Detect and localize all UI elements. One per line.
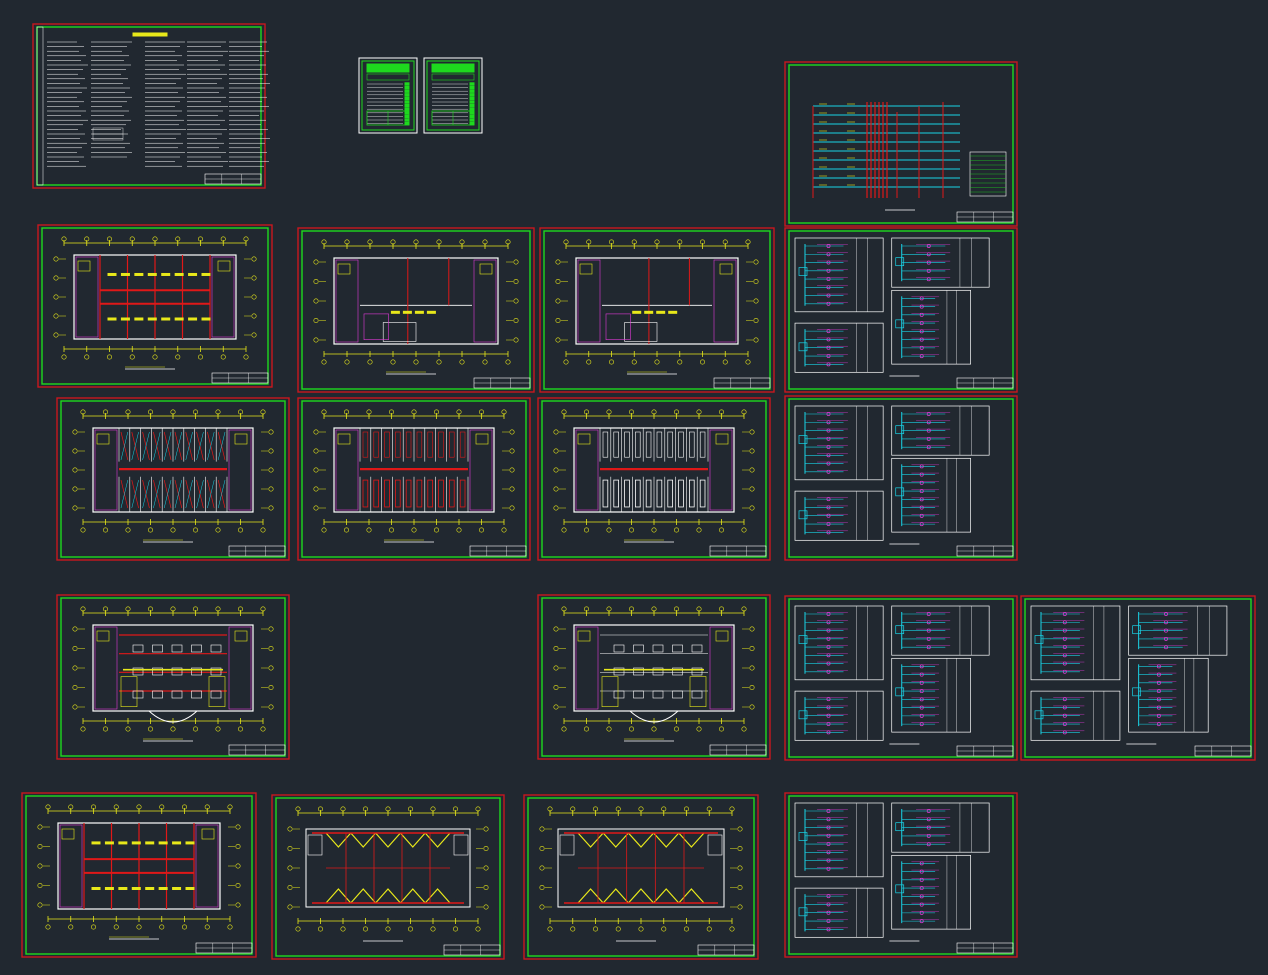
sheet-roof-grounding[interactable] — [523, 794, 759, 960]
sheet-floor2-weak[interactable] — [537, 397, 771, 561]
sheet-floor1-lighting[interactable] — [37, 224, 273, 388]
sheet-dist-diagram-4[interactable] — [1020, 595, 1256, 761]
sheet-floor3-lighting[interactable] — [56, 594, 290, 760]
sheet-floor1-power[interactable] — [297, 227, 535, 393]
sheet-roof-lightning[interactable] — [271, 794, 505, 960]
sheet-riser-system[interactable] — [784, 61, 1018, 227]
sheet-design-notes[interactable] — [32, 23, 270, 189]
sheet-dist-diagram-1[interactable] — [784, 227, 1018, 393]
sheet-floor1-weak[interactable] — [539, 227, 775, 393]
sheet-floor4-lighting[interactable] — [21, 792, 257, 958]
sheet-dist-diagram-3[interactable] — [784, 595, 1018, 761]
sheet-floor3-power[interactable] — [537, 594, 771, 760]
sheet-dist-diagram-2[interactable] — [784, 395, 1018, 561]
sheet-dist-diagram-5[interactable] — [784, 792, 1018, 958]
sheet-floor2-power[interactable] — [297, 397, 531, 561]
sheet-floor2-lighting[interactable] — [56, 397, 290, 561]
sheet-legend-table-a[interactable] — [358, 57, 418, 134]
sheet-legend-table-b[interactable] — [423, 57, 483, 134]
